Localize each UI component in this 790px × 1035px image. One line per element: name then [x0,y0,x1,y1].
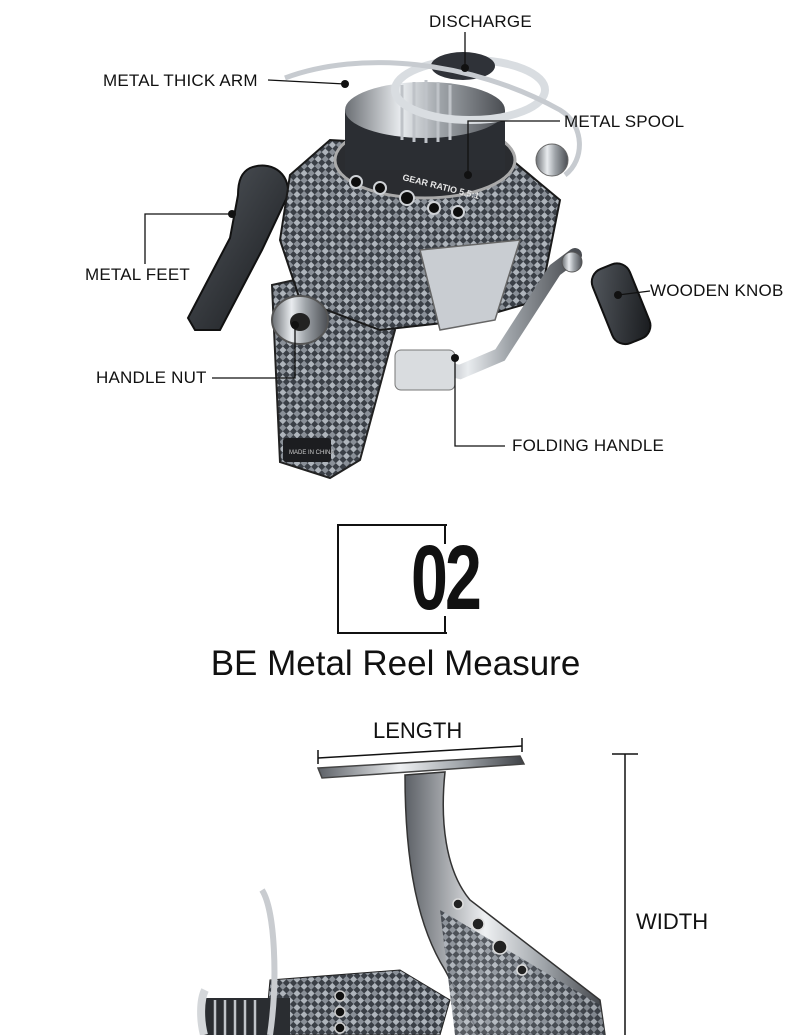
callout-metal-spool: METAL SPOOL [564,112,685,131]
metal-feet-part [186,164,290,331]
reel-top-image: MADE IN CHINA GEAR RATIO 5.5:1 [186,52,652,480]
callout-metal-thick-arm: METAL THICK ARM [103,71,258,90]
reel-measure-image [197,738,638,1035]
section-number: 02 [411,527,482,629]
callout-folding-handle: FOLDING HANDLE [512,436,665,455]
section-title: BE Metal Reel Measure [210,644,581,683]
callout-metal-feet: METAL FEET [85,265,190,284]
wooden-knob-part [590,262,652,346]
reel-foot-bar [316,755,526,779]
made-in-text: MADE IN CHINA [289,450,334,456]
callout-wooden-knob: WOODEN KNOB [650,281,784,300]
section-badge-frame [337,524,447,634]
length-label: LENGTH [373,718,463,743]
callout-lines [144,32,651,447]
bail-arm [284,60,582,177]
width-label: WIDTH [636,909,709,934]
callout-handle-nut: HANDLE NUT [96,368,207,387]
callout-discharge: DISCHARGE [429,12,532,31]
